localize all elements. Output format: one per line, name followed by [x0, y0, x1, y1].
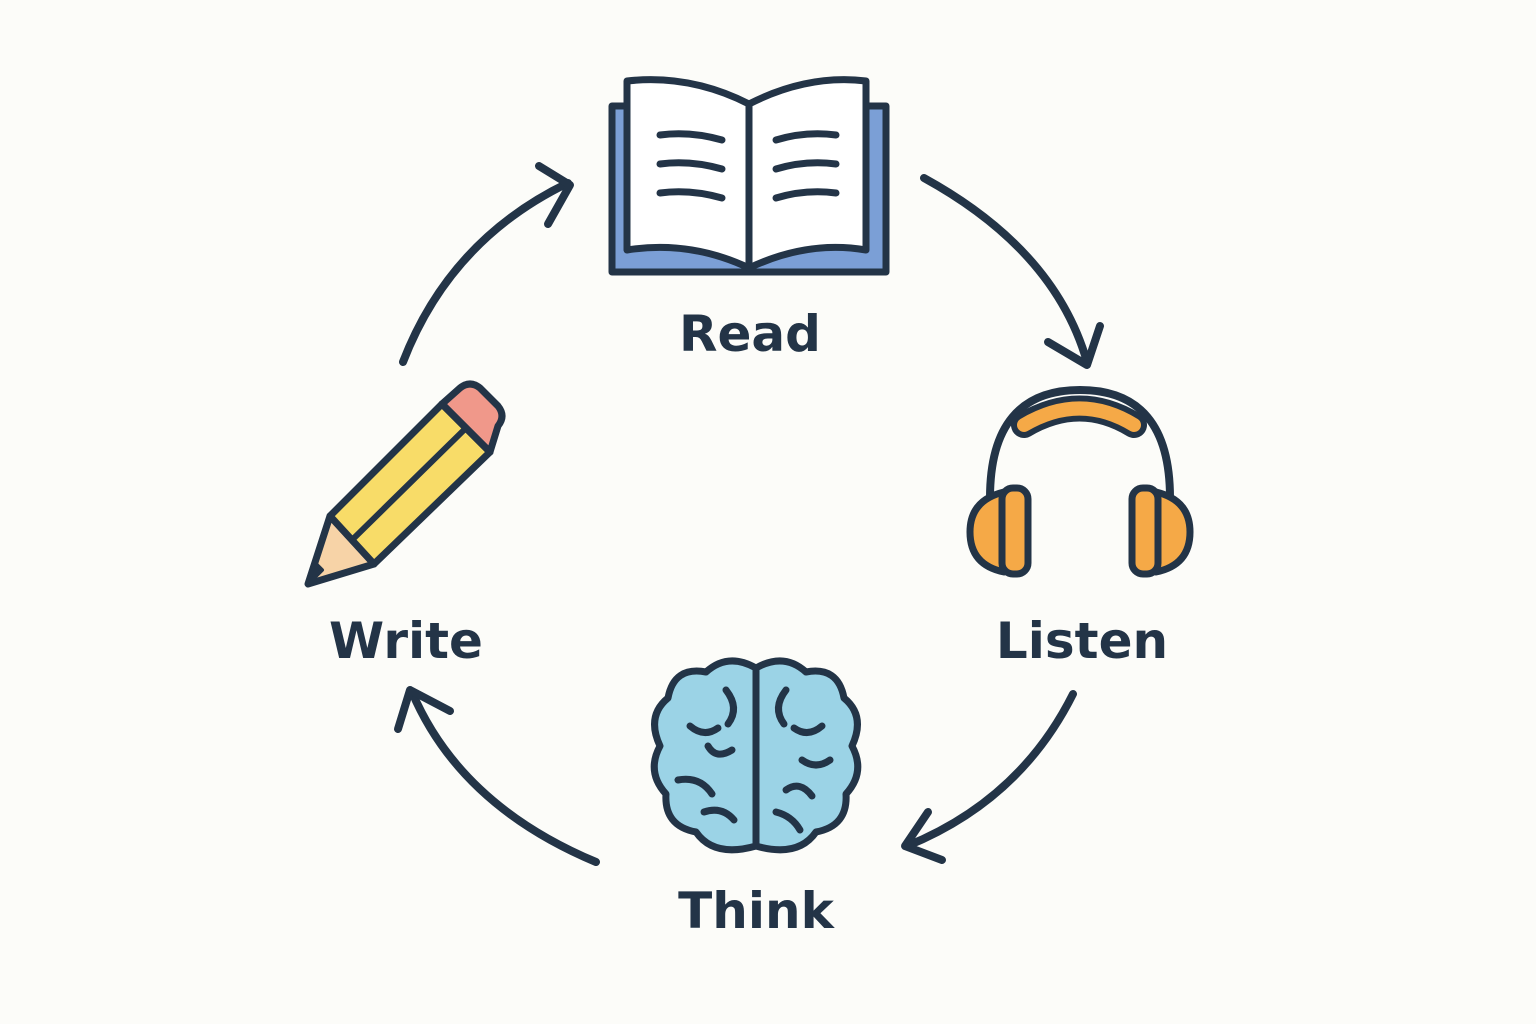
step-label-write: Write: [329, 612, 483, 670]
book-icon: [608, 76, 890, 276]
brain-left-hemisphere: [650, 657, 760, 854]
left-ear-cup: [998, 484, 1032, 578]
pencil-eraser: [438, 380, 506, 456]
book-right-page: [745, 76, 870, 272]
right-ear-cushion: [1152, 488, 1194, 576]
arrow-listen-to-think: [901, 690, 1077, 864]
headphones-icon: [966, 386, 1194, 578]
arrow-think-to-write: [394, 686, 600, 866]
arrow-read-to-listen: [920, 174, 1104, 369]
brain-icon: [650, 657, 862, 854]
left-ear-cushion: [966, 488, 1008, 576]
brain-right-hemisphere: [752, 657, 862, 854]
step-label-listen: Listen: [996, 612, 1168, 670]
right-ear-cup: [1128, 484, 1162, 578]
pencil-lead: [306, 560, 324, 586]
book-text-lines: [656, 130, 840, 202]
arrow-write-to-read: [399, 162, 574, 366]
step-label-read: Read: [679, 305, 821, 363]
step-label-think: Think: [678, 882, 835, 940]
pencil-icon: [304, 380, 506, 588]
book-left-page: [623, 76, 753, 272]
brain-folds: [674, 664, 834, 850]
